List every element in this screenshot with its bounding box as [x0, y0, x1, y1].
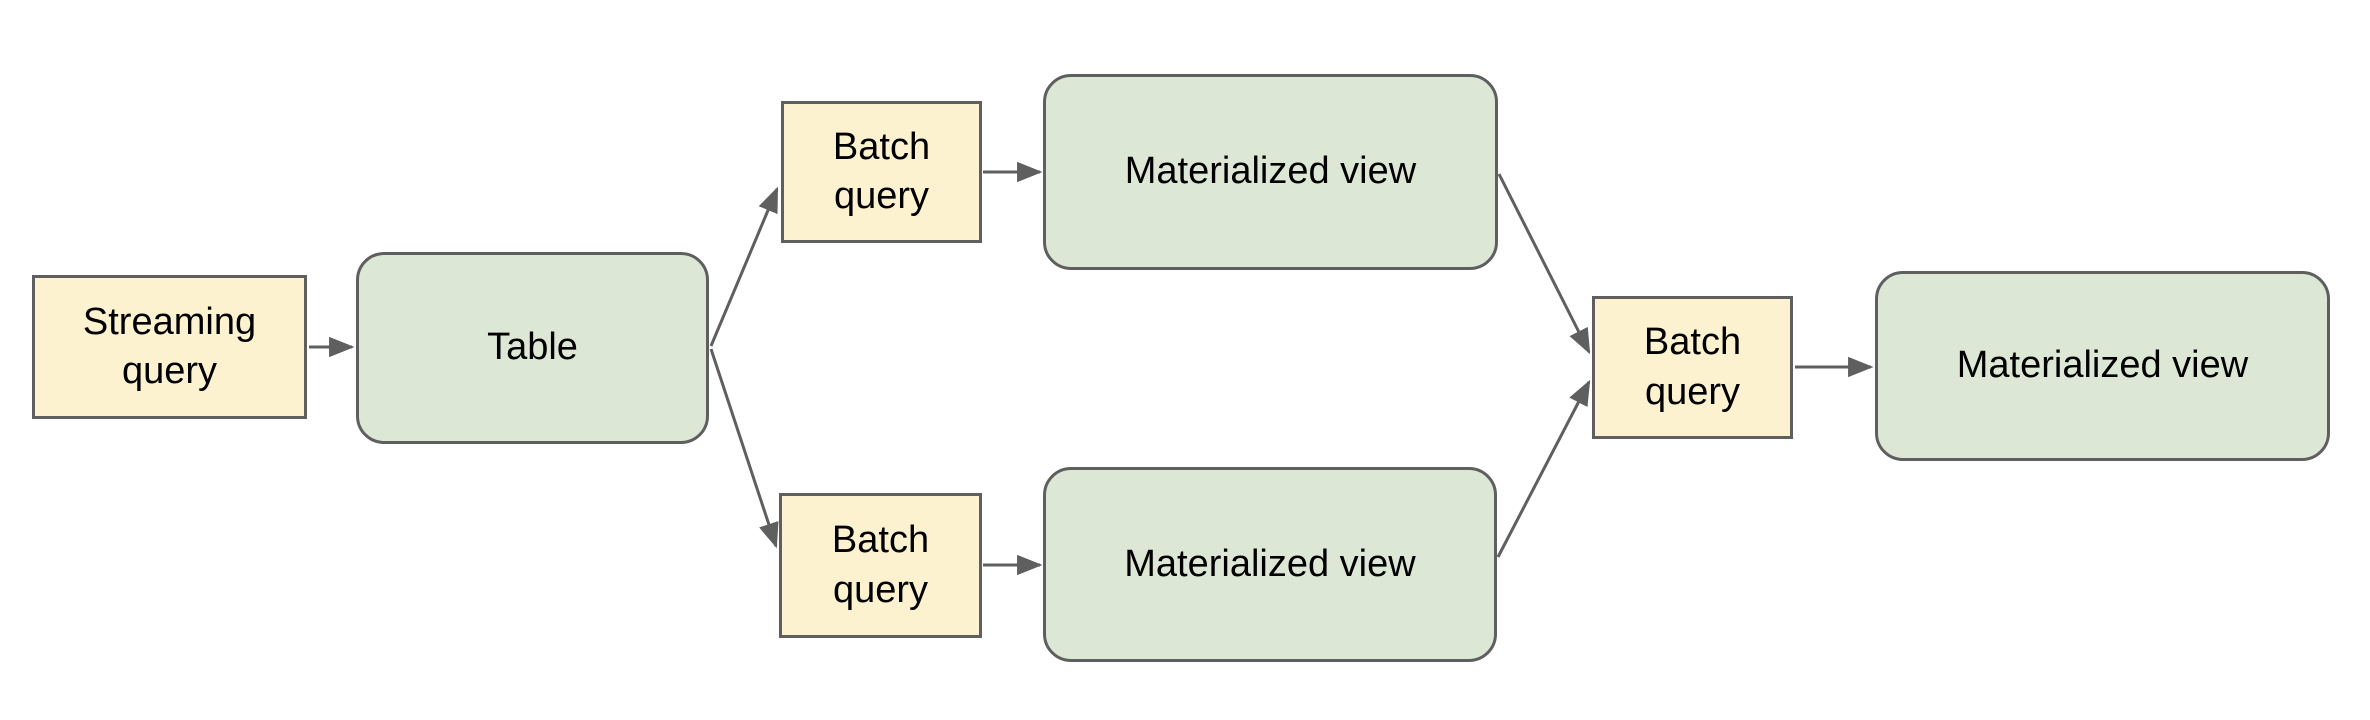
node-batch-query-top-label: Batch query [832, 125, 931, 217]
node-materialized-view-bottom: Materialized view [1043, 467, 1497, 662]
node-table-label: Table [487, 326, 578, 369]
arrow-table-to-batch-query-top [709, 186, 779, 347]
node-batch-query-bottom-label: Batch query [831, 519, 930, 611]
node-streaming-query-label: Streaming query [82, 300, 257, 392]
node-materialized-view-top-label: Materialized view [1124, 150, 1417, 193]
node-batch-query-top: Batch query [781, 101, 982, 243]
node-materialized-view-right: Materialized view [1875, 271, 2330, 461]
arrow-materialized-view-bottom-to-batch-query-right [1496, 379, 1591, 558]
node-materialized-view-right-label: Materialized view [1956, 344, 2249, 387]
node-batch-query-bottom: Batch query [779, 493, 982, 638]
arrow-materialized-view-top-to-batch-query-right [1497, 173, 1591, 355]
node-materialized-view-top: Materialized view [1043, 74, 1498, 270]
arrow-table-to-batch-query-bottom [709, 348, 779, 549]
node-batch-query-right-label: Batch query [1643, 321, 1742, 413]
node-batch-query-right: Batch query [1592, 296, 1793, 439]
node-materialized-view-bottom-label: Materialized view [1124, 542, 1416, 585]
node-table: Table [356, 252, 709, 444]
node-streaming-query: Streaming query [32, 275, 307, 419]
